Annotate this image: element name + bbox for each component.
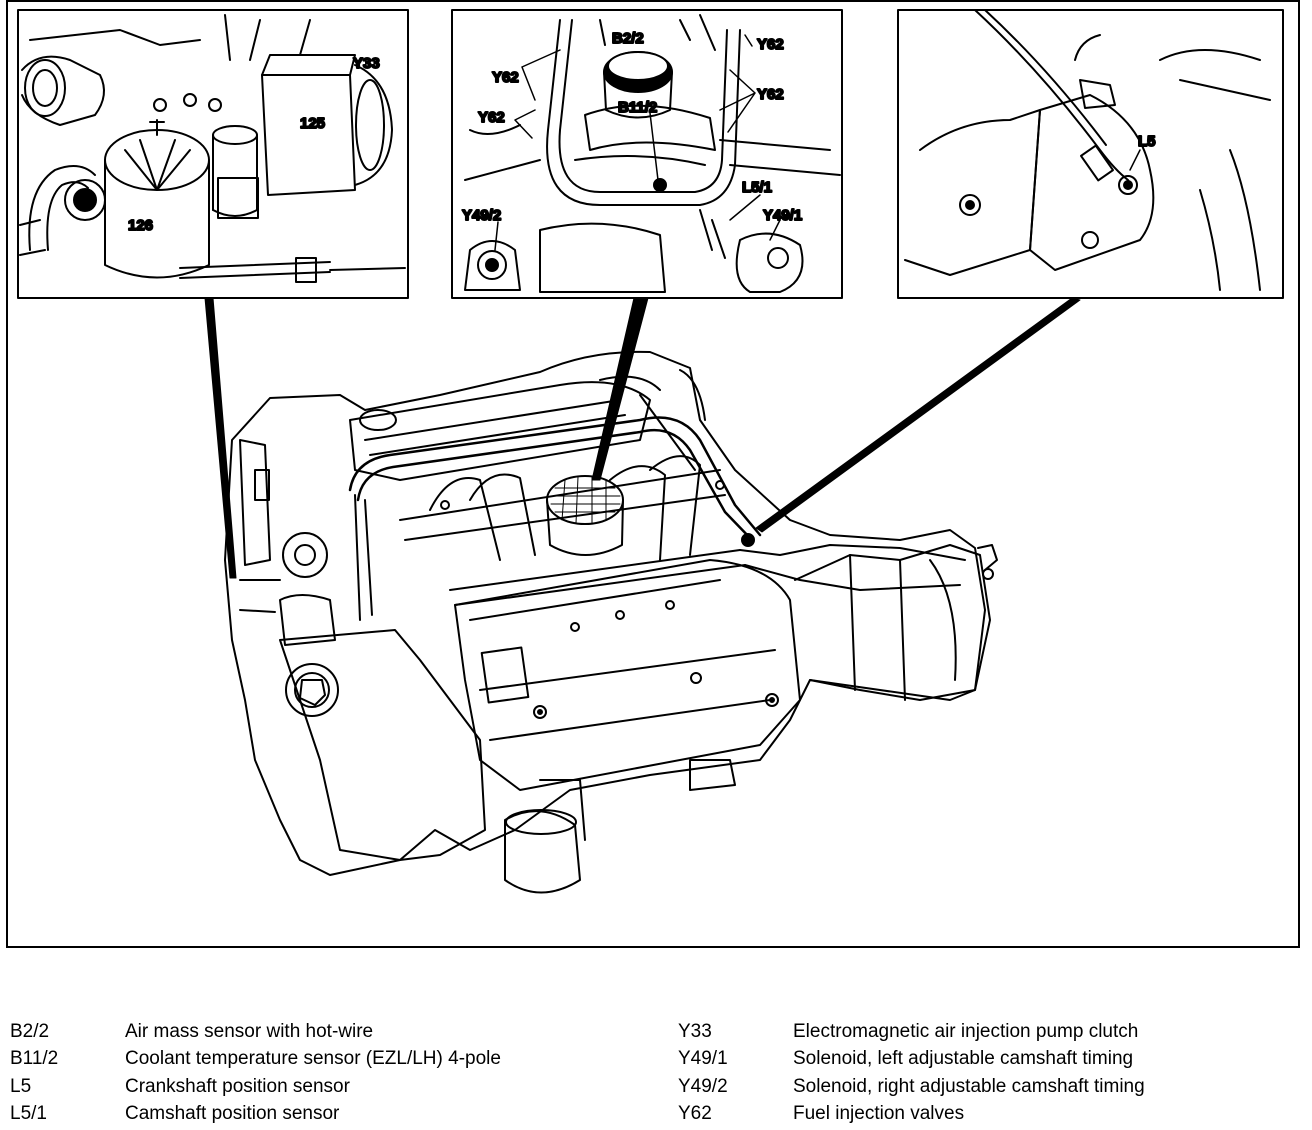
- legend-row: Y33 Electromagnetic air injection pump c…: [678, 1018, 1145, 1046]
- callout-b2-2: B2/2: [612, 30, 644, 47]
- legend-code: Y33: [678, 1020, 712, 1042]
- callout-y62-a: Y62: [757, 36, 784, 53]
- callout-y62-c: Y62: [478, 109, 505, 126]
- legend-code: L5/1: [10, 1103, 47, 1125]
- legend-row: B2/2 Air mass sensor with hot-wire: [10, 1018, 501, 1046]
- inset-center: [451, 9, 843, 299]
- legend-description: Crankshaft position sensor: [125, 1075, 350, 1097]
- legend-code: B11/2: [10, 1048, 59, 1070]
- callout-y49-1: Y49/1: [763, 207, 802, 224]
- legend-code: B2/2: [10, 1020, 50, 1042]
- legend-column-left: B2/2 Air mass sensor with hot-wire B11/2…: [10, 1018, 501, 1128]
- legend-description: Fuel injection valves: [793, 1103, 965, 1125]
- legend-row: Y49/2 Solenoid, right adjustable camshaf…: [678, 1073, 1145, 1101]
- legend-row: L5 Crankshaft position sensor: [10, 1073, 501, 1101]
- callout-b11-2: B11/2: [618, 99, 657, 116]
- callout-125: 125: [300, 115, 325, 132]
- inset-left: [17, 9, 409, 299]
- inset-right: [897, 9, 1284, 299]
- legend-description: Air mass sensor with hot-wire: [125, 1020, 374, 1042]
- legend-column-right: Y33 Electromagnetic air injection pump c…: [678, 1018, 1145, 1128]
- callout-y49-2: Y49/2: [462, 207, 501, 224]
- legend-row: Y49/1 Solenoid, left adjustable camshaft…: [678, 1046, 1145, 1074]
- callout-126: 126: [128, 217, 153, 234]
- callout-y62-d: Y62: [757, 86, 784, 103]
- legend-code: Y49/1: [678, 1048, 728, 1070]
- legend-description: Solenoid, right adjustable camshaft timi…: [793, 1075, 1145, 1097]
- callout-l5-1: L5/1: [742, 179, 772, 196]
- leader-lines: [204, 297, 1081, 579]
- legend-description: Camshaft position sensor: [125, 1103, 340, 1125]
- callout-l5: L5: [1138, 133, 1156, 150]
- legend-row: L5/1 Camshaft position sensor: [10, 1101, 501, 1129]
- legend-description: Coolant temperature sensor (EZL/LH) 4-po…: [125, 1048, 501, 1070]
- legend: B2/2 Air mass sensor with hot-wire B11/2…: [0, 1018, 1312, 1128]
- engine-diagram: Y33 125 126 B2/2 Y62 Y62: [17, 9, 1284, 894]
- legend-description: Electromagnetic air injection pump clutc…: [793, 1020, 1139, 1042]
- legend-description: Solenoid, left adjustable camshaft timin…: [793, 1048, 1134, 1070]
- main-engine: [224, 350, 998, 894]
- legend-row: B11/2 Coolant temperature sensor (EZL/LH…: [10, 1046, 501, 1074]
- legend-code: L5: [10, 1075, 32, 1097]
- legend-code: Y62: [678, 1103, 712, 1125]
- legend-row: Y62 Fuel injection valves: [678, 1101, 1145, 1129]
- legend-code: Y49/2: [678, 1075, 728, 1097]
- callout-y33: Y33: [353, 55, 380, 72]
- callout-y62-b: Y62: [492, 69, 519, 86]
